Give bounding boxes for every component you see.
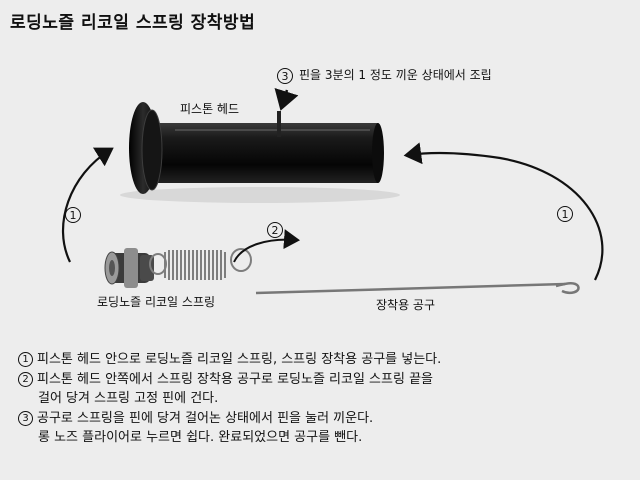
spring-hook-left bbox=[149, 253, 167, 275]
instruction-2-text-2: 걸어 당겨 스프링 고정 핀에 건다. bbox=[38, 391, 219, 406]
tool-rod bbox=[255, 282, 566, 295]
arrow-step1-left bbox=[61, 147, 114, 263]
nozzle-ring-inner bbox=[109, 260, 115, 276]
nozzle-collar bbox=[124, 248, 138, 288]
spring-retainer-pin bbox=[277, 111, 281, 137]
instruction-3-text-2: 롱 노즈 플라이어로 누르면 쉽다. 완료되었으면 공구를 뺀다. bbox=[38, 430, 363, 445]
step-marker-1-left: 1 bbox=[65, 207, 81, 223]
step-marker-2: 2 bbox=[267, 222, 283, 238]
loading-nozzle-part bbox=[104, 248, 154, 288]
tool-label: 장착용 공구 bbox=[376, 298, 436, 312]
instruction-3-text-1: 공구로 스프링을 핀에 당겨 걸어논 상태에서 핀을 눌러 끼운다. bbox=[37, 410, 374, 426]
step3-hint-label: 핀을 3분의 1 정도 끼운 상태에서 조립 bbox=[299, 68, 492, 82]
step-marker-1-right: 1 bbox=[557, 206, 573, 222]
piston-head-tube bbox=[150, 123, 378, 183]
instruction-1: 1 피스톤 헤드 안으로 로딩노즐 리코일 스프링, 스프링 장착용 공구를 넣는… bbox=[18, 350, 628, 370]
instruction-1-number: 1 bbox=[18, 352, 33, 367]
piston-head-flange-inner bbox=[141, 109, 163, 191]
instruction-1-line-1: 1 피스톤 헤드 안으로 로딩노즐 리코일 스프링, 스프링 장착용 공구를 넣는… bbox=[18, 350, 628, 370]
spring-label: 로딩노즐 리코일 스프링 bbox=[97, 295, 216, 309]
piston-head-tube-end bbox=[372, 123, 384, 183]
tool-hook bbox=[555, 282, 580, 295]
piston-head-shadow bbox=[120, 187, 400, 203]
piston-head-part bbox=[120, 102, 400, 203]
instruction-2-text-1: 피스톤 헤드 안쪽에서 스프링 장착용 공구로 로딩노즐 리코일 스프링 끝을 bbox=[37, 371, 433, 387]
installation-tool-part bbox=[255, 282, 580, 295]
recoil-spring-part bbox=[149, 248, 252, 280]
arrow-step2 bbox=[233, 229, 300, 263]
step-marker-3: 3 bbox=[277, 68, 293, 84]
instruction-1-text: 피스톤 헤드 안으로 로딩노즐 리코일 스프링, 스프링 장착용 공구를 넣는다… bbox=[37, 352, 442, 367]
instruction-3-number: 3 bbox=[18, 410, 33, 426]
piston-head-label: 피스톤 헤드 bbox=[180, 102, 240, 116]
arrow-step1-right bbox=[403, 142, 604, 281]
arrow-step3 bbox=[274, 87, 299, 111]
page-title: 로딩노즐 리코일 스프링 장착방법 bbox=[10, 13, 256, 33]
instruction-2-number: 2 bbox=[18, 371, 33, 387]
instruction-list: 1 피스톤 헤드 안으로 로딩노즐 리코일 스프링, 스프링 장착용 공구를 넣는… bbox=[18, 350, 628, 448]
spring-coils bbox=[164, 250, 226, 280]
spring-hook-right bbox=[230, 248, 252, 272]
